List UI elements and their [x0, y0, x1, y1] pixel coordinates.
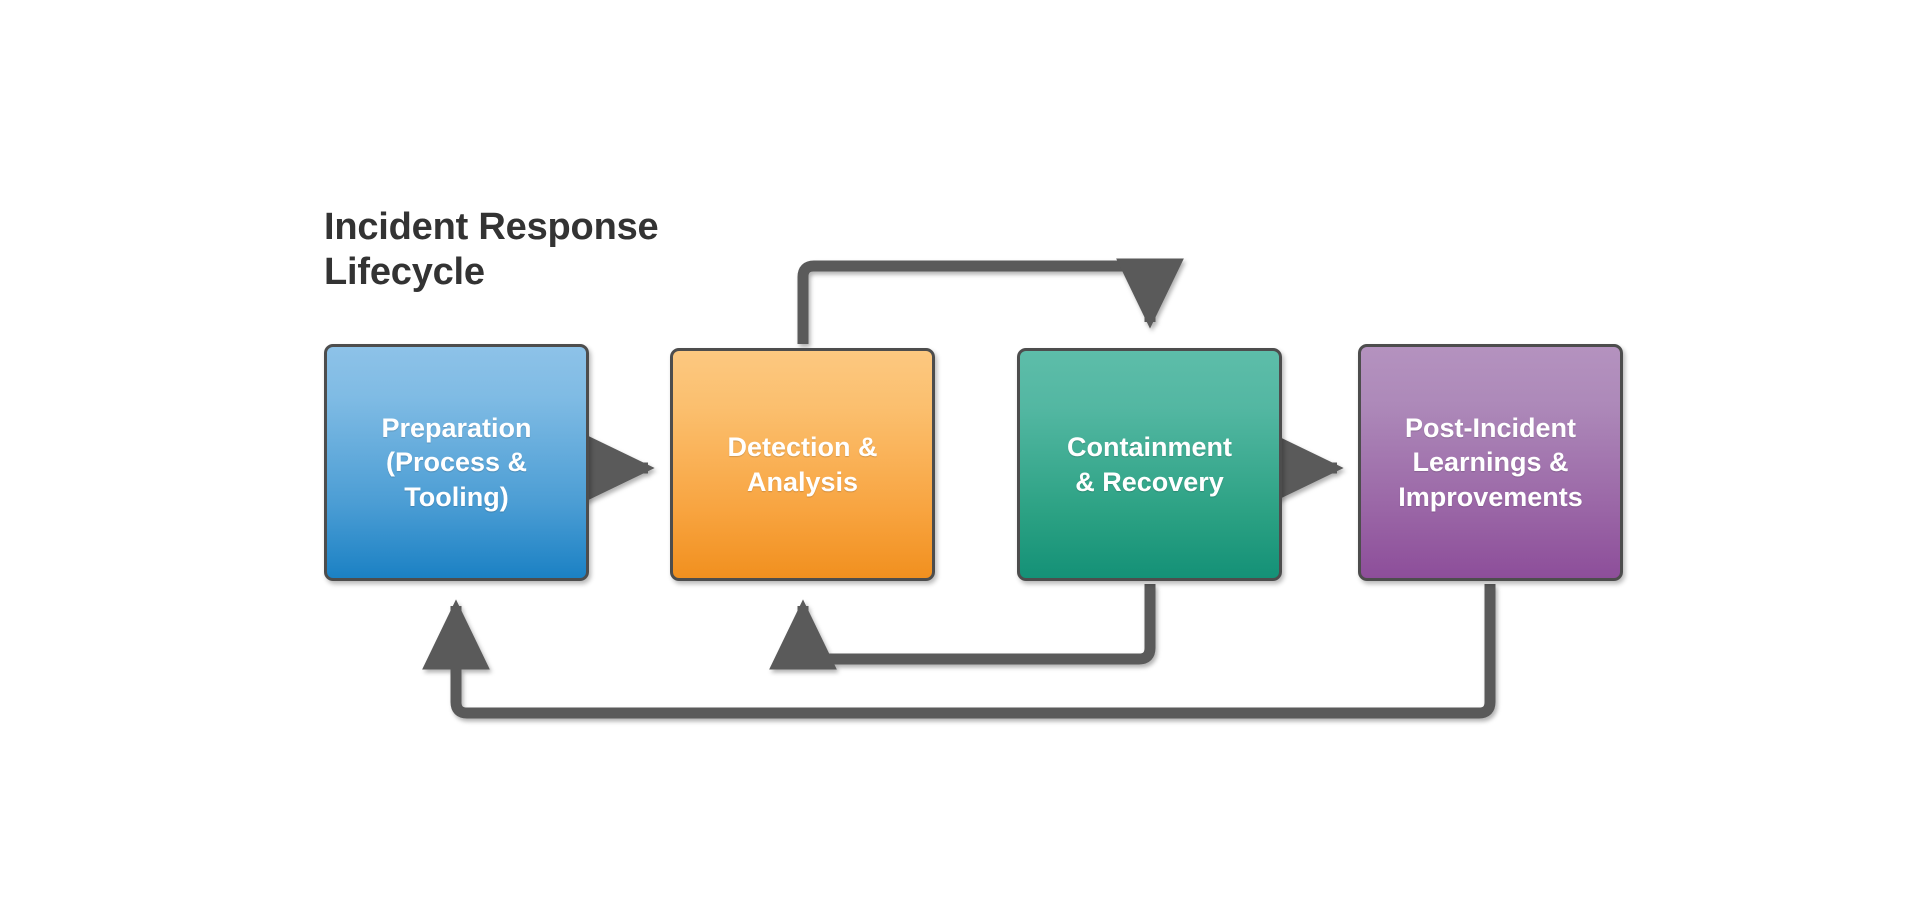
- node-containment[interactable]: Containment & Recovery: [1017, 348, 1282, 581]
- connector-post-to-prep-outer: [422, 584, 1496, 719]
- node-preparation[interactable]: Preparation (Process & Tooling): [324, 344, 589, 581]
- node-containment-label: Containment & Recovery: [1067, 432, 1232, 497]
- node-detection-label: Detection & Analysis: [727, 432, 878, 497]
- node-post-incident[interactable]: Post-Incident Learnings & Improvements: [1358, 344, 1623, 581]
- connector-detect-to-contain-top: [797, 258, 1184, 344]
- node-post-incident-label: Post-Incident Learnings & Improvements: [1398, 413, 1583, 512]
- connector-contain-to-detect-bottom: [769, 584, 1156, 670]
- node-detection[interactable]: Detection & Analysis: [670, 348, 935, 581]
- node-preparation-label: Preparation (Process & Tooling): [381, 413, 532, 512]
- page-title: Incident Response Lifecycle: [324, 206, 659, 293]
